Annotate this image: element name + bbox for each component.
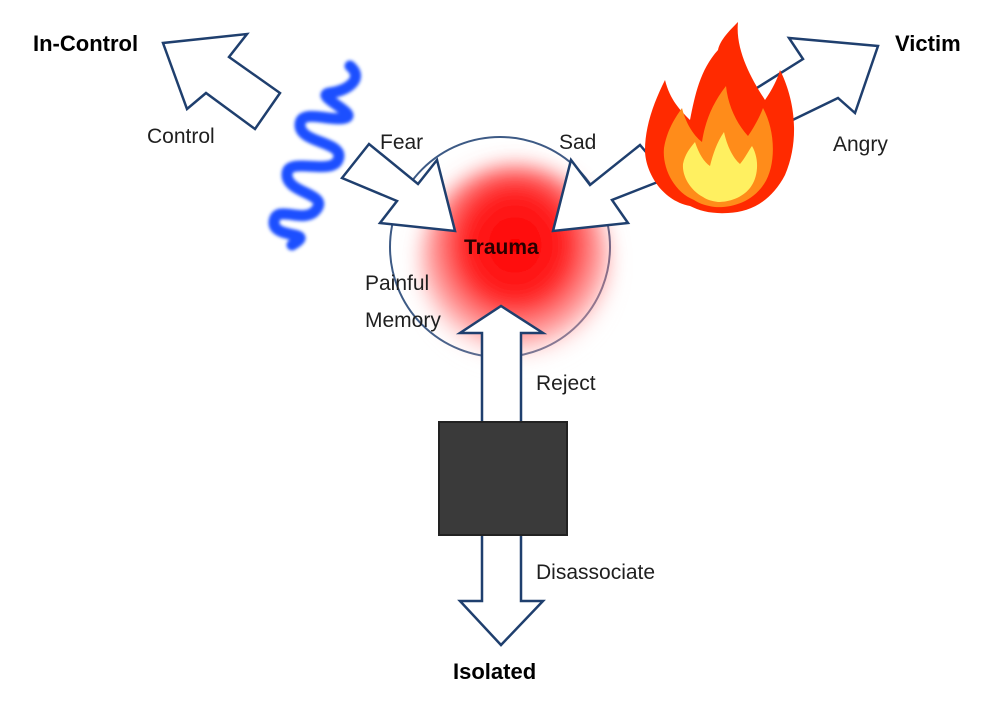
arrow-label-reject: Reject xyxy=(536,372,596,395)
arrow-label-fear: Fear xyxy=(380,131,424,154)
sad-arrow xyxy=(551,143,671,233)
center-note-memory: Memory xyxy=(365,309,441,332)
control-arrow xyxy=(161,32,282,131)
dark-block-icon xyxy=(438,421,568,536)
outcome-victim: Victim xyxy=(895,31,961,56)
arrow-label-sad: Sad xyxy=(559,131,597,154)
reject-arrow xyxy=(455,304,548,426)
center-label-trauma: Trauma xyxy=(464,236,539,259)
arrow-label-angry: Angry xyxy=(833,133,888,156)
disassociate-arrow xyxy=(457,530,546,647)
flame-icon xyxy=(645,22,795,214)
outcome-isolated: Isolated xyxy=(453,659,537,684)
fear-arrow xyxy=(339,142,457,233)
arrow-label-control: Control xyxy=(147,125,215,148)
arrow-label-disassociate: Disassociate xyxy=(536,561,656,584)
outcome-in-control: In-Control xyxy=(33,31,139,56)
blue-squiggle-icon xyxy=(268,60,361,251)
center-note-painful: Painful xyxy=(365,272,430,295)
